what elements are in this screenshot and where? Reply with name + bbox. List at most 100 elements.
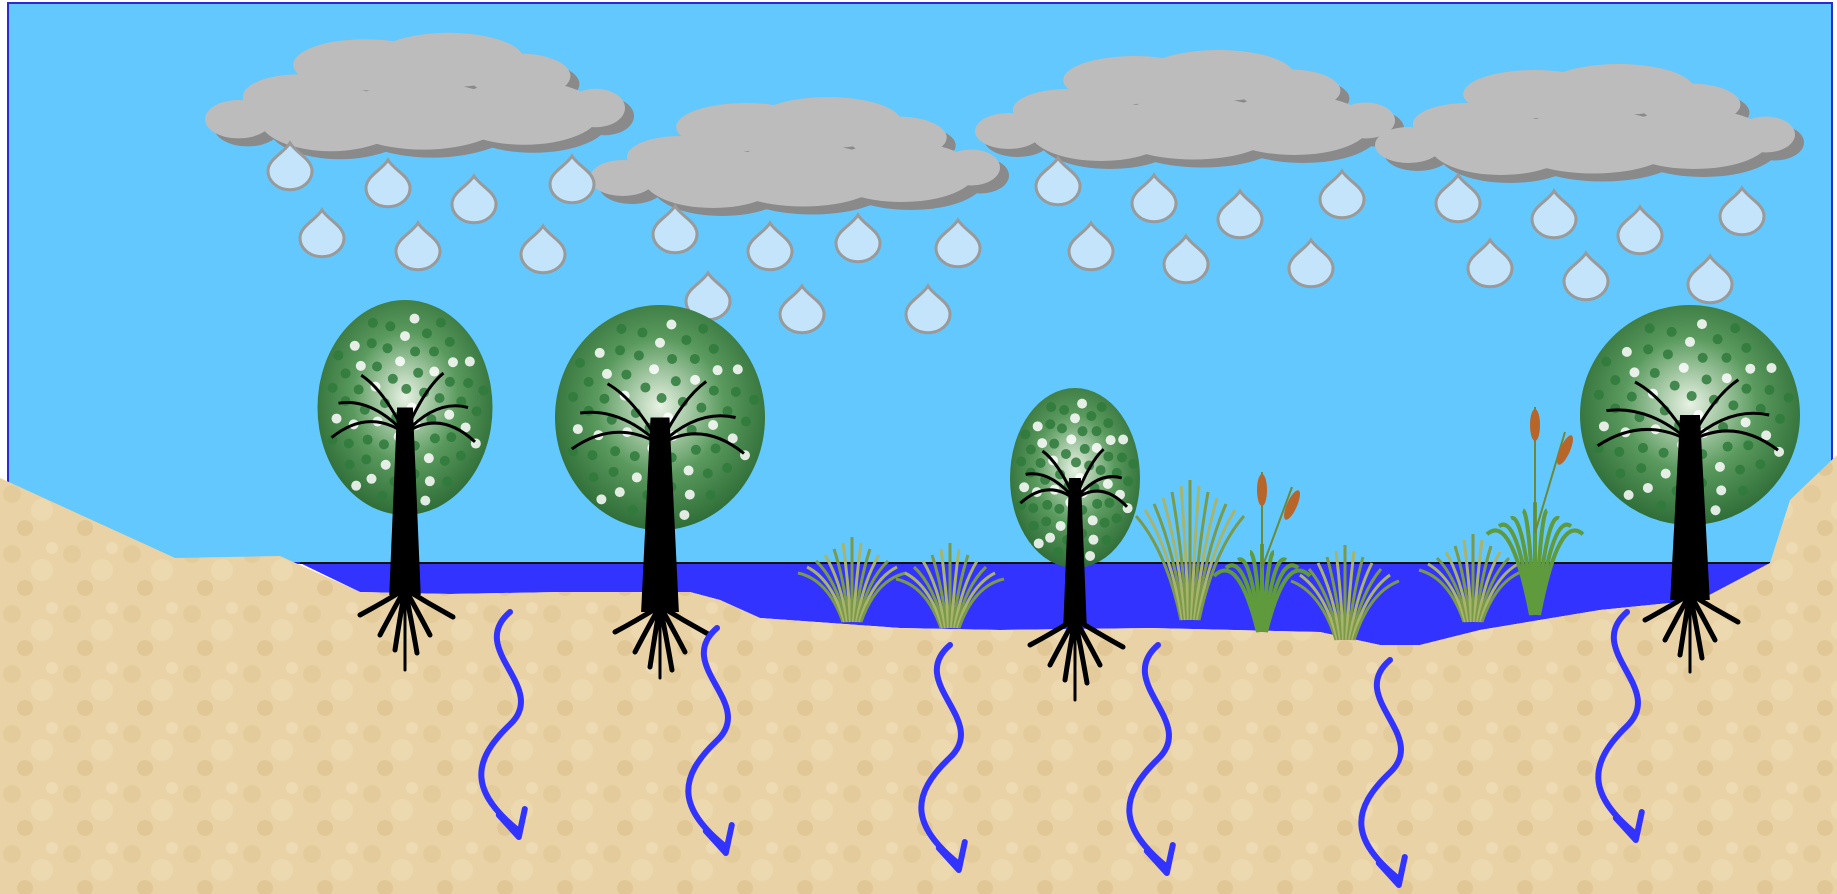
leaf-speckle [400,331,410,341]
leaf-speckle [1057,423,1067,433]
leaf-speckle [1096,465,1106,475]
leaf-speckle [741,417,751,427]
leaf-speckle [1645,323,1655,333]
leaf-speckle [1599,421,1609,431]
leaf-speckle [1715,462,1725,472]
cattail-head [1530,409,1540,441]
leaf-speckle [1046,402,1056,412]
leaf-speckle [1088,535,1098,545]
leaf-speckle [640,382,650,392]
leaf-speckle [1103,418,1113,428]
leaf-speckle [1741,343,1751,353]
leaf-speckle [1112,513,1122,523]
leaf-speckle [1026,444,1036,454]
leaf-speckle [1702,374,1712,384]
leaf-speckle [1679,363,1689,373]
leaf-speckle [1659,448,1669,458]
leaf-speckle [1650,368,1660,378]
leaf-speckle [1697,319,1707,329]
leaf-speckle [649,364,659,374]
leaf-speckle [696,403,706,413]
leaf-speckle [351,481,361,491]
leaf-speckle [1698,353,1708,363]
leaf-speckle [1077,399,1087,409]
leaf-speckle [1663,349,1673,359]
leaf-speckle [595,348,605,358]
leaf-speckle [1123,476,1133,486]
leaf-speckle [655,338,665,348]
leaf-speckle [1070,413,1080,423]
leaf-speckle [584,377,594,387]
leaf-speckle [395,356,405,366]
leaf-speckle [445,377,455,387]
leaf-speckle [1086,411,1096,421]
leaf-speckle [1117,452,1127,462]
leaf-speckle [615,487,625,497]
leaf-speckle [568,392,578,402]
leaf-speckle [401,384,411,394]
leaf-speckle [630,451,640,461]
leaf-speckle [1643,483,1653,493]
leaf-speckle [328,383,338,393]
leaf-speckle [1755,459,1765,469]
leaf-speckle [628,505,638,515]
leaf-speckle [596,494,606,504]
leaf-speckle [733,364,743,374]
leaf-speckle [575,358,585,368]
leaf-speckle [637,328,647,338]
leaf-speckle [1080,444,1090,454]
leaf-speckle [602,369,612,379]
leaf-speckle [1716,485,1726,495]
leaf-speckle [367,338,377,348]
leaf-speckle [657,393,667,403]
leaf-speckle [615,345,625,355]
leaf-speckle [442,477,452,487]
leaf-speckle [1784,393,1794,403]
leaf-speckle [1622,347,1632,357]
leaf-speckle [1721,353,1731,363]
leaf-speckle [690,354,700,364]
leaf-speckle [1728,400,1738,410]
leaf-speckle [667,354,677,364]
leaf-speckle [381,460,391,470]
leaf-speckle [1730,323,1740,333]
leaf-speckle [1745,364,1755,374]
leaf-speckle [350,341,360,351]
leaf-speckle [1019,482,1029,492]
leaf-speckle [1775,414,1785,424]
leaf-speckle [465,357,475,367]
leaf-speckle [472,406,482,416]
leaf-speckle [1045,419,1055,429]
leaf-speckle [377,491,387,501]
cloud-puff [566,89,625,127]
leaf-speckle [445,337,455,347]
leaf-speckle [1713,334,1723,344]
leaf-speckle [690,375,700,385]
leaf-speckle [749,395,759,405]
cloud-puff [1736,117,1795,153]
leaf-speckle [385,321,395,331]
leaf-speckle [448,357,458,367]
leaf-speckle [1061,449,1071,459]
leaf-speckle [1077,426,1087,436]
leaf-speckle [1638,443,1648,453]
leaf-speckle [361,454,371,464]
leaf-speckle [679,510,689,520]
leaf-speckle [1033,421,1043,431]
leaf-speckle [1615,468,1625,478]
leaf-speckle [1088,515,1098,525]
leaf-speckle [1629,367,1639,377]
leaf-speckle [1045,533,1055,543]
leaf-speckle [634,350,644,360]
leaf-speckle [711,444,721,454]
leaf-speckle [1614,447,1624,457]
leaf-speckle [446,432,456,442]
leaf-speckle [1016,456,1026,466]
leaf-speckle [1020,429,1030,439]
leaf-speckle [429,347,439,357]
leaf-speckle [621,370,631,380]
leaf-speckle [444,410,454,420]
leaf-speckle [413,368,423,378]
